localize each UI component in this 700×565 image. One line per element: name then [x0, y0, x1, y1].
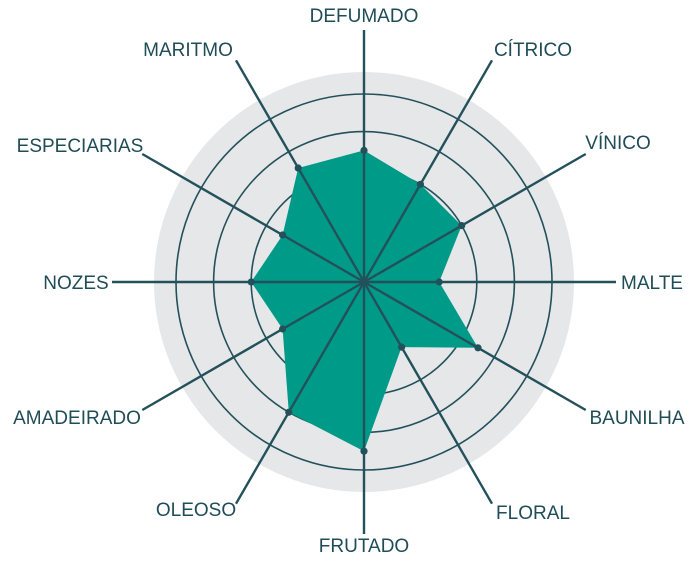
axis-label: VÍNICO — [585, 133, 650, 154]
axis-label: MALTE — [621, 273, 683, 294]
axis-label: FRUTADO — [319, 536, 409, 557]
axis-line-1 — [362, 59, 494, 283]
axis-labels: DEFUMADO CÍTRICO VÍNICO MALTE BAUNILHA FLORAL… — [13, 6, 685, 557]
axis-label: NOZES — [43, 273, 108, 294]
data-point — [285, 408, 293, 416]
axes — [112, 30, 616, 534]
axis-label: BAUNILHA — [589, 408, 684, 429]
axis-label: OLEOSO — [156, 500, 236, 521]
data-point — [435, 278, 443, 286]
data-point — [278, 325, 287, 333]
axis-line-10 — [141, 152, 365, 284]
data-point — [360, 146, 368, 154]
data-point — [474, 344, 482, 352]
data-point — [360, 447, 368, 455]
axis-label: ESPECIARIAS — [17, 136, 144, 157]
center-point — [360, 278, 368, 286]
axis-label: FLORAL — [496, 503, 570, 524]
axis-line-7 — [234, 281, 366, 505]
axis-line-2 — [363, 152, 587, 284]
axis-label: CÍTRICO — [494, 40, 572, 61]
axis-label: DEFUMADO — [310, 6, 419, 27]
data-points — [247, 146, 482, 455]
data-point — [458, 222, 466, 230]
axis-line-8 — [141, 280, 365, 412]
data-point — [416, 180, 424, 188]
axis-label: AMADEIRADO — [13, 408, 141, 429]
axis-line-5 — [362, 281, 494, 505]
axis-label: MARITMO — [143, 40, 233, 61]
data-point — [294, 164, 302, 172]
data-point — [398, 343, 406, 351]
data-point — [247, 278, 255, 286]
data-point — [278, 231, 287, 239]
